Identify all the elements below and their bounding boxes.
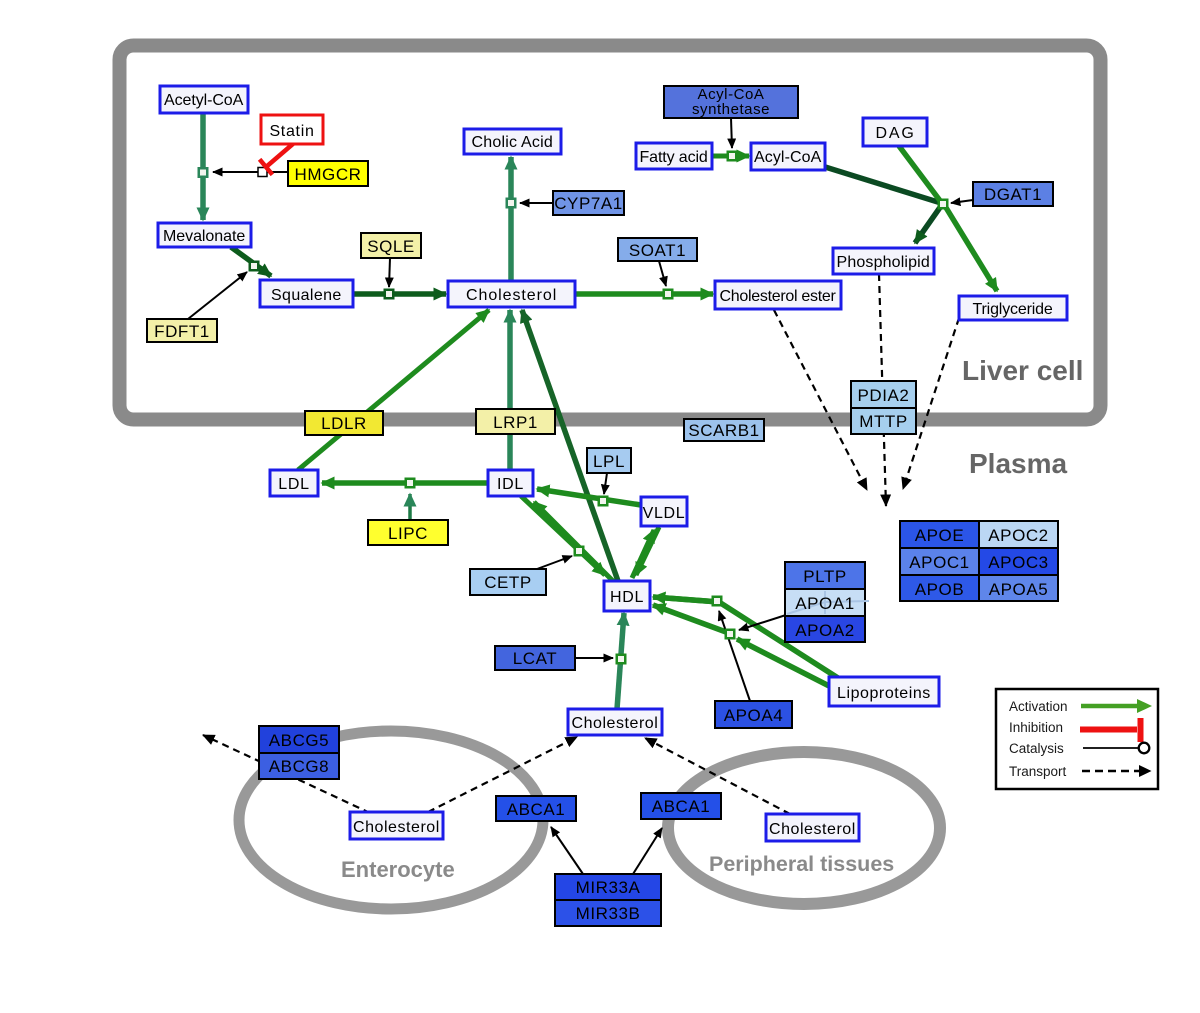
svg-text:Enterocyte: Enterocyte	[341, 857, 455, 882]
svg-text:CETP: CETP	[484, 573, 532, 592]
svg-text:Cholesterol: Cholesterol	[769, 821, 856, 838]
svg-text:DAG: DAG	[876, 125, 915, 142]
svg-text:FDFT1: FDFT1	[154, 322, 210, 341]
svg-text:Cholesterol: Cholesterol	[572, 715, 659, 732]
svg-text:MIR33A: MIR33A	[576, 878, 641, 897]
svg-text:Fatty acid: Fatty acid	[640, 149, 709, 166]
svg-text:PDIA2: PDIA2	[858, 386, 910, 405]
svg-text:Acetyl-CoA: Acetyl-CoA	[164, 92, 244, 109]
svg-text:APOA1: APOA1	[795, 594, 854, 613]
svg-text:ABCA1: ABCA1	[652, 797, 711, 816]
svg-text:Acyl-CoA: Acyl-CoA	[698, 86, 765, 103]
svg-text:IDL: IDL	[497, 476, 524, 493]
svg-text:Plasma: Plasma	[969, 448, 1067, 479]
svg-text:Cholesterol ester: Cholesterol ester	[720, 288, 837, 305]
svg-text:Phospholipid: Phospholipid	[837, 254, 931, 271]
svg-text:LPL: LPL	[593, 452, 625, 471]
svg-text:Cholesterol: Cholesterol	[466, 287, 557, 304]
svg-text:Inhibition: Inhibition	[1009, 720, 1063, 735]
svg-text:LDL: LDL	[278, 476, 309, 493]
svg-text:LRP1: LRP1	[493, 413, 538, 432]
svg-text:SCARB1: SCARB1	[688, 421, 759, 440]
svg-text:CYP7A1: CYP7A1	[554, 194, 623, 213]
svg-text:MTTP: MTTP	[859, 412, 907, 431]
svg-text:PLTP: PLTP	[803, 567, 846, 586]
svg-text:HMGCR: HMGCR	[295, 165, 362, 184]
svg-text:LCAT: LCAT	[513, 649, 557, 668]
svg-text:APOC1: APOC1	[909, 553, 969, 572]
svg-text:APOA2: APOA2	[795, 621, 854, 640]
svg-text:APOE: APOE	[915, 526, 964, 545]
svg-text:SQLE: SQLE	[367, 237, 415, 256]
svg-text:Statin: Statin	[269, 123, 314, 140]
svg-text:Cholesterol: Cholesterol	[353, 819, 440, 836]
svg-text:Activation: Activation	[1009, 699, 1068, 714]
svg-text:DGAT1: DGAT1	[984, 185, 1042, 204]
svg-text:Squalene: Squalene	[271, 287, 342, 304]
svg-text:APOC2: APOC2	[988, 526, 1048, 545]
svg-text:SOAT1: SOAT1	[629, 241, 686, 260]
svg-text:APOA4: APOA4	[724, 706, 783, 725]
svg-text:synthetase: synthetase	[692, 101, 770, 118]
svg-text:APOC3: APOC3	[988, 553, 1048, 572]
svg-text:LDLR: LDLR	[321, 414, 367, 433]
svg-text:ABCG8: ABCG8	[269, 757, 329, 776]
svg-text:VLDL: VLDL	[643, 505, 686, 522]
svg-text:Peripheral tissues: Peripheral tissues	[709, 852, 894, 876]
svg-text:Catalysis: Catalysis	[1009, 741, 1064, 756]
svg-text:HDL: HDL	[610, 589, 644, 606]
svg-text:ABCG5: ABCG5	[269, 731, 329, 750]
svg-text:Liver cell: Liver cell	[962, 355, 1083, 386]
svg-text:Mevalonate: Mevalonate	[163, 228, 246, 245]
svg-text:Lipoproteins: Lipoproteins	[837, 685, 931, 702]
svg-text:Cholic Acid: Cholic Acid	[472, 134, 554, 151]
svg-text:LIPC: LIPC	[388, 524, 428, 543]
svg-text:MIR33B: MIR33B	[576, 904, 641, 923]
svg-text:Acyl-CoA: Acyl-CoA	[754, 149, 822, 166]
svg-text:Transport: Transport	[1009, 764, 1067, 779]
svg-text:APOA5: APOA5	[989, 580, 1048, 599]
svg-text:Triglyceride: Triglyceride	[973, 301, 1054, 318]
svg-text:APOB: APOB	[915, 580, 964, 599]
svg-text:ABCA1: ABCA1	[507, 800, 566, 819]
